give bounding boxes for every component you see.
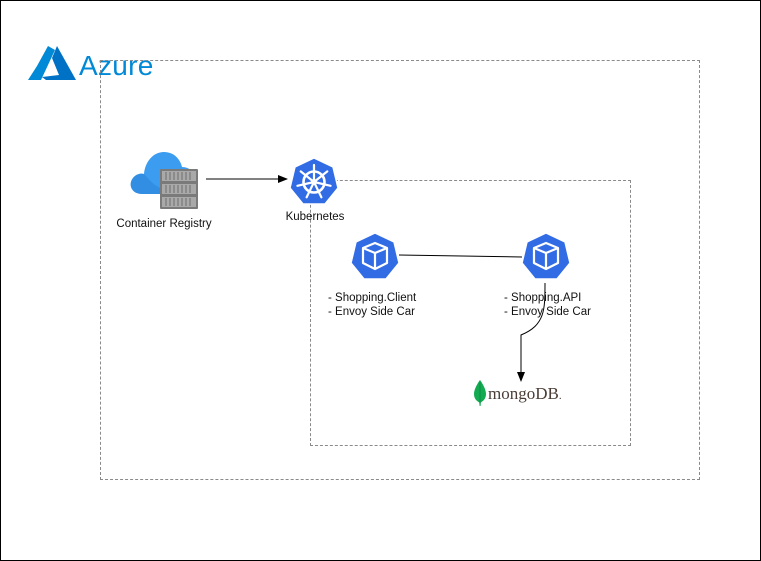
container-registry-label: Container Registry [116, 218, 212, 230]
kubernetes-label: Kubernetes [285, 211, 345, 223]
shopping-client-label-line-2: - Envoy Side Car [328, 306, 415, 318]
kubernetes-icon [289, 157, 339, 205]
mongodb-text-db: DB [535, 384, 559, 403]
api-to-mongodb-arrow [517, 282, 546, 382]
shopping-api-label-line-2: - Envoy Side Car [504, 306, 591, 318]
mongodb-logo-text: mongoDB. [488, 384, 562, 406]
mongodb-text-dot: . [558, 390, 562, 402]
shopping-client-label-line-1: - Shopping.Client [328, 292, 417, 304]
mongodb-text-mongo: mongo [488, 384, 536, 403]
mongodb-leaf-icon [474, 380, 486, 406]
azure-label: Azure [79, 50, 154, 81]
azure-region-boundary [100, 60, 700, 480]
azure-logo-icon [28, 46, 76, 80]
kubernetes-cluster-boundary [310, 180, 631, 446]
shopping-api-pod-icon [521, 232, 571, 280]
container-registry-icon [130, 152, 198, 209]
client-to-api-link [398, 254, 523, 258]
shopping-api-label-line-1: - Shopping.API [504, 292, 582, 304]
shopping-client-pod-icon [350, 232, 400, 280]
